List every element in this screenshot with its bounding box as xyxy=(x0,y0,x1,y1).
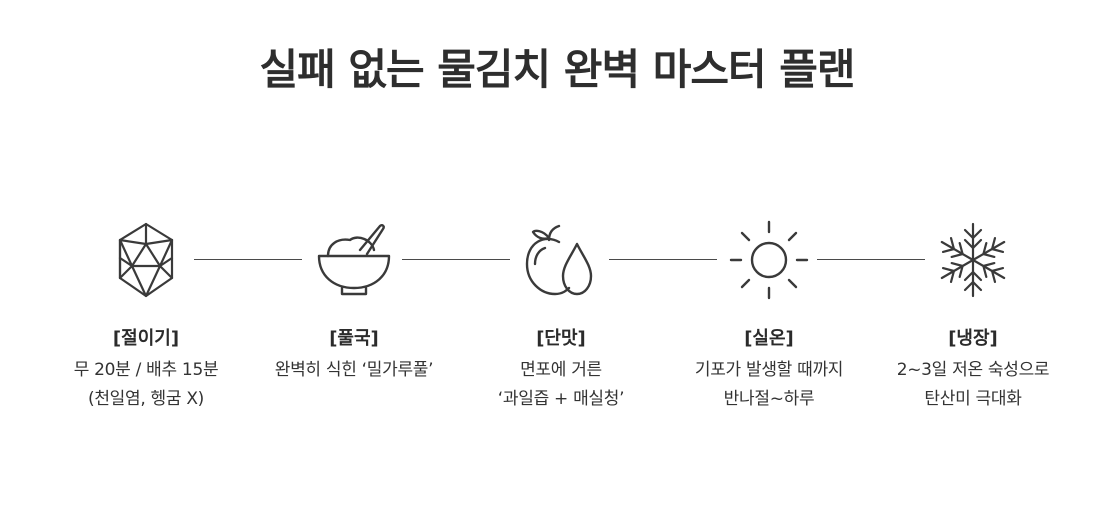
step-desc-line-2: 탄산미 극대화 xyxy=(924,389,1022,409)
connector-line-4 xyxy=(817,259,925,260)
step-refrigeration: [냉장] 2~3일 저온 숙성으로 탄산미 극대화 xyxy=(873,326,1073,414)
step-title: [냉장] xyxy=(948,328,998,349)
bowl-porridge-icon xyxy=(312,218,396,302)
step-sweetness: [단맛] 면포에 거른 ‘과일즙 + 매실청’ xyxy=(461,326,661,414)
step-desc-line-2: ‘과일즙 + 매실청’ xyxy=(497,389,625,409)
step-flour-paste: [풀국] 완벽히 식힌 ‘밀가루풀’ xyxy=(254,326,454,385)
step-desc-line-1: 무 20분 / 배추 15분 xyxy=(73,360,219,380)
connector-line-2 xyxy=(402,259,510,260)
step-desc-line-2: (천일염, 헹굼 X) xyxy=(87,389,205,409)
step-desc-line-1: 기포가 발생할 때까지 xyxy=(694,360,844,380)
step-desc-line-1: 완벽히 식힌 ‘밀가루풀’ xyxy=(274,360,434,380)
step-salting: [절이기] 무 20분 / 배추 15분 (천일염, 헹굼 X) xyxy=(46,326,246,414)
step-title: [실온] xyxy=(744,328,794,349)
step-room-temperature: [실온] 기포가 발생할 때까지 반나절~하루 xyxy=(669,326,869,414)
sun-icon xyxy=(727,218,811,302)
step-desc-line-1: 2~3일 저온 숙성으로 xyxy=(896,360,1050,380)
step-title: [풀국] xyxy=(329,328,379,349)
snowflake-icon xyxy=(931,218,1015,302)
step-desc-line-2: 반나절~하루 xyxy=(723,389,815,409)
step-title: [단맛] xyxy=(536,328,586,349)
crystal-icon xyxy=(104,218,188,302)
step-title: [절이기] xyxy=(112,328,180,349)
page-title: 실패 없는 물김치 완벽 마스터 플랜 xyxy=(259,45,855,94)
fruit-drop-icon xyxy=(519,218,603,302)
step-desc-line-1: 면포에 거른 xyxy=(520,360,602,380)
connector-line-1 xyxy=(194,259,302,260)
connector-line-3 xyxy=(609,259,717,260)
